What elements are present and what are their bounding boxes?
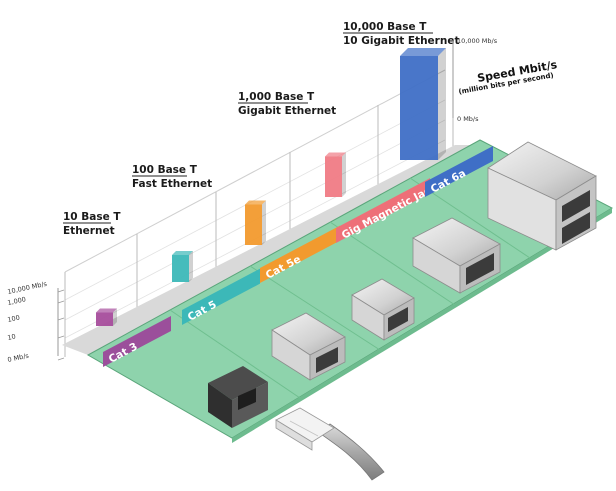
left-axis-tick-label: 10,000 Mb/s xyxy=(7,280,49,296)
left-axis-tick-label: 100 xyxy=(7,314,21,324)
gig-magnetic-jack xyxy=(412,217,501,294)
standard-labels: 10 Base T Ethernet 100 Base T Fast Ethernet… xyxy=(63,21,459,237)
cat5e-jack xyxy=(351,278,415,341)
standard-label-1: 100 Base T Fast Ethernet xyxy=(132,164,212,190)
category-banner-bg xyxy=(103,315,171,367)
speed-bar-4 xyxy=(400,48,446,160)
speed-bar-front xyxy=(325,156,342,197)
standard-name: 100 Base T xyxy=(132,164,198,176)
speed-bar-2 xyxy=(245,200,266,245)
floor-edge xyxy=(232,208,612,443)
left-axis-tick-label: 1,000 xyxy=(7,295,27,307)
left-axis-tick xyxy=(57,300,65,304)
speed-bar-top xyxy=(172,251,193,255)
category-banner-bg xyxy=(425,145,493,197)
speed-bar-side xyxy=(438,48,446,160)
left-axis-tick xyxy=(57,289,65,293)
speed-bar-top xyxy=(245,200,266,205)
standard-subtitle: Fast Ethernet xyxy=(132,178,212,190)
cat5-jack xyxy=(271,312,346,381)
speed-bar-front xyxy=(400,56,438,160)
speed-bar-top xyxy=(325,152,346,157)
speed-bar-3 xyxy=(325,152,346,197)
category-banner-bg xyxy=(182,268,260,325)
standard-name: 10 Base T xyxy=(63,211,121,223)
standard-subtitle: 10 Gigabit Ethernet xyxy=(343,35,459,47)
standard-name: 1,000 Base T xyxy=(238,91,315,103)
standard-label-3: 10,000 Base T 10 Gigabit Ethernet xyxy=(343,21,459,47)
cat3-jack xyxy=(208,366,268,428)
speed-axis-bottom-label: 0 Mb/s xyxy=(457,115,479,123)
standard-subtitle: Ethernet xyxy=(63,225,115,237)
speed-bar-front xyxy=(96,312,113,326)
speed-bar-top xyxy=(400,48,446,56)
speed-bar-side xyxy=(342,152,346,197)
speed-axis-right: 10,000 Mb/s 0 Mb/s Speed Mbit/s (million… xyxy=(452,37,559,123)
left-axis-tick xyxy=(57,357,65,361)
standard-name: 10,000 Base T xyxy=(343,21,427,33)
left-axis-tick-label: 10 xyxy=(7,332,17,342)
left-axis-tick xyxy=(57,335,65,339)
speed-bar-1 xyxy=(172,251,193,282)
cat6a-stacked-jack xyxy=(487,141,597,251)
rj45-plug xyxy=(275,407,385,481)
standard-label-0: 10 Base T Ethernet xyxy=(63,211,121,237)
category-banner-bg xyxy=(336,178,430,243)
speed-bar-side xyxy=(189,251,193,282)
speed-axis-top-label: 10,000 Mb/s xyxy=(457,37,498,45)
category-banner-bg xyxy=(260,225,340,283)
speed-bar-front xyxy=(172,255,189,282)
speed-bars xyxy=(96,48,446,326)
speed-bar-top xyxy=(96,308,117,313)
left-axis-tick xyxy=(57,317,65,321)
left-axis-tick-label: 0 Mb/s xyxy=(7,352,30,364)
standard-label-2: 1,000 Base T Gigabit Ethernet xyxy=(238,91,336,117)
speed-bar-side xyxy=(262,200,266,245)
speed-axis-left: 10,000 Mb/s1,000 100 10 0 Mb/s xyxy=(7,280,65,364)
speed-bar-side xyxy=(113,308,117,326)
speed-bar-front xyxy=(245,204,262,245)
standard-subtitle: Gigabit Ethernet xyxy=(238,105,336,117)
speed-bar-0 xyxy=(96,308,117,326)
